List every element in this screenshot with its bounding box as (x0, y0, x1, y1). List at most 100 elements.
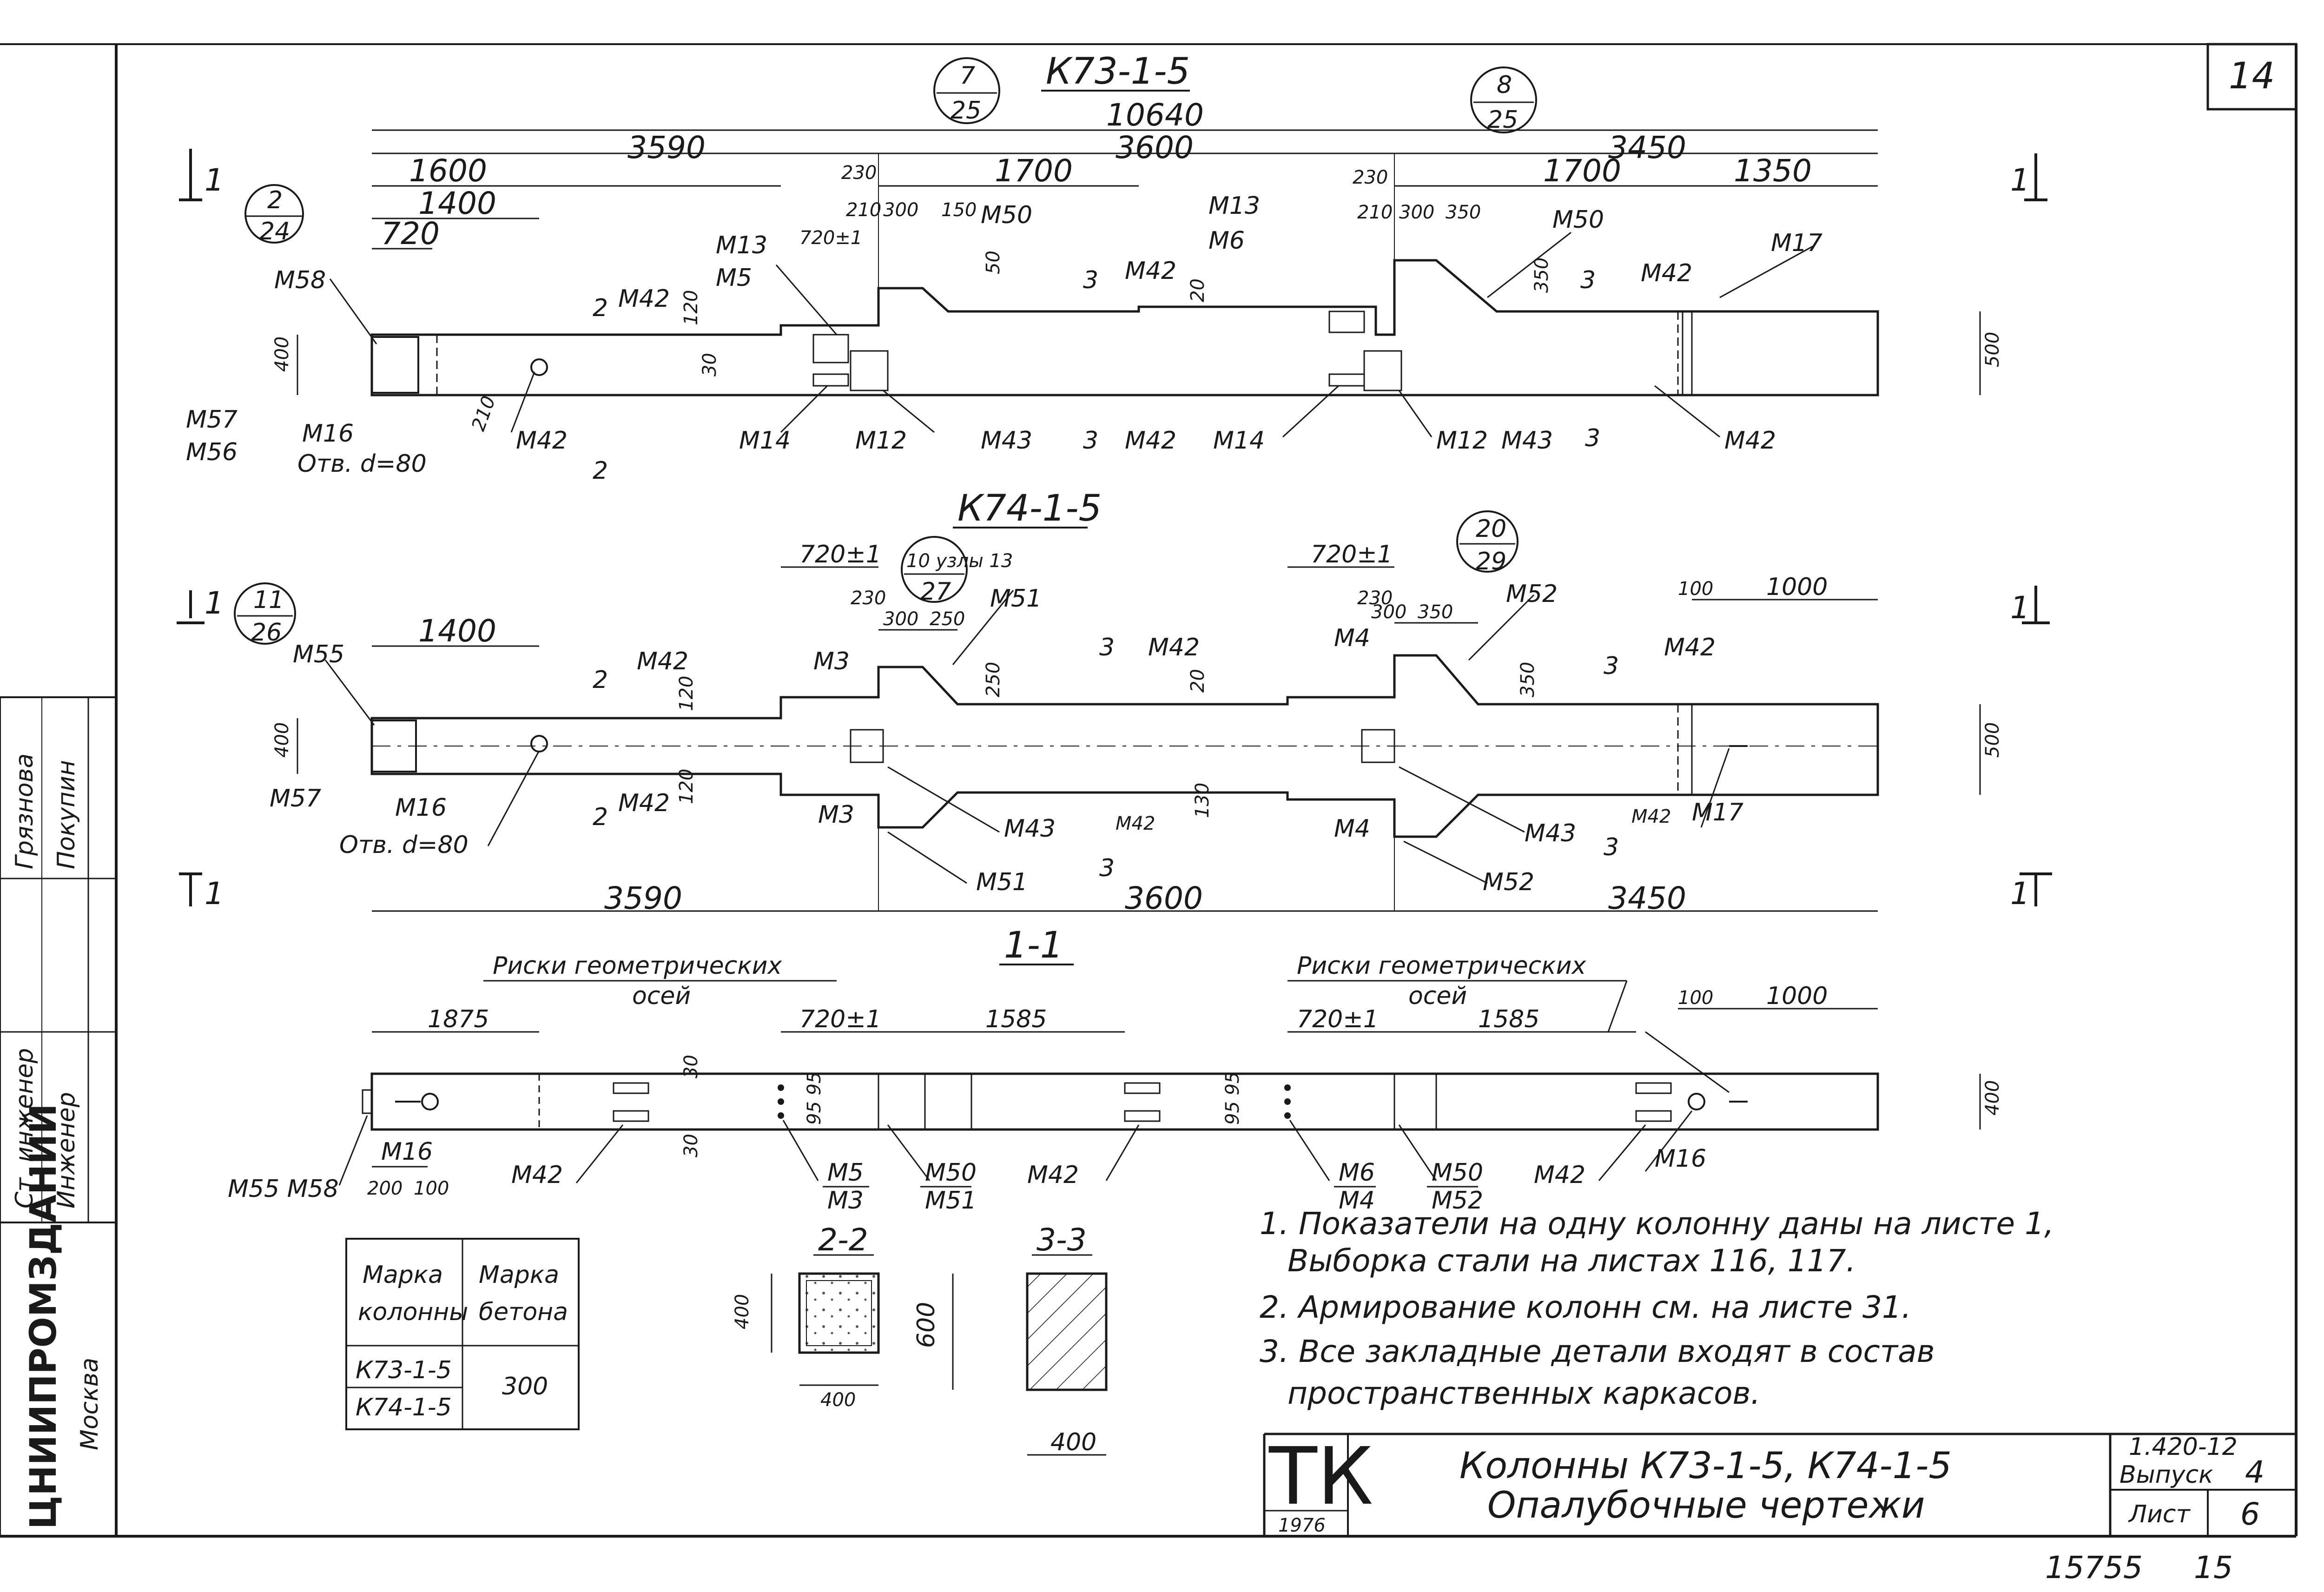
section-mark-1-right-low: 1 (2010, 872, 2052, 912)
s11-label-M52: М52 (1432, 1187, 1483, 1215)
k73-label-M58: М58 (274, 266, 326, 294)
s11-dim-720a: 720±1 (799, 1005, 881, 1033)
note-1: 1. Показатели на одну колонну даны на ли… (1260, 1206, 2054, 1242)
stamp-city: Москва (76, 1358, 104, 1450)
column-k74-outline (370, 654, 1879, 838)
s11-hole-right (1688, 1093, 1705, 1110)
k74-label-M43a: М43 (1004, 815, 1056, 843)
k74-dim-seg1: 3590 (604, 880, 682, 916)
k74-label-M43b: М43 (1525, 819, 1576, 847)
k74-dim-100: 100 (1678, 578, 1713, 600)
k74-label-M17: М17 (1692, 799, 1743, 826)
column-k73-outline (370, 259, 1879, 396)
k73-dim-seg3: 3450 (1608, 130, 1686, 165)
k74-label-M57: М57 (270, 785, 321, 813)
k73-dim-230a: 230 (841, 162, 877, 184)
s11-dim-lines (372, 1008, 1981, 1168)
k74-label-M3b: М3 (818, 801, 854, 829)
k73-label-M13a: М13 (716, 231, 767, 259)
k73-label-M57: М57 (186, 406, 238, 434)
section-mark-1-right-top: 1 (2010, 153, 2047, 201)
callout-10-27: 10 узлы 13 27 (901, 536, 1013, 606)
callout-8-25: 8 25 (1470, 66, 1537, 134)
svg-text:7: 7 (960, 62, 975, 90)
svg-text:1: 1 (2010, 590, 2030, 626)
table-col-mark-2: К74-1-5 (356, 1394, 452, 1421)
section-mark-1-left-low: 1 (179, 872, 224, 912)
k73-label-M16: М16 (302, 420, 354, 448)
k73-end-plate (371, 336, 419, 394)
k74-label-M55: М55 (293, 641, 344, 668)
k74-label-M3a: М3 (813, 647, 850, 675)
k73-label-M13b: М13 (1208, 192, 1260, 220)
k73-dim-350: 350 (1446, 202, 1481, 223)
svg-text:25: 25 (1487, 106, 1518, 134)
k73-dim-720pm: 720±1 (799, 227, 862, 249)
k74-dim-350: 350 (1418, 601, 1453, 623)
k74-dim-1000: 1000 (1766, 573, 1828, 601)
stamp-role-engineer: Инженер (53, 1092, 80, 1209)
section-mark-1-right-mid: 1 (2010, 586, 2050, 626)
svg-text:10 узлы 13: 10 узлы 13 (906, 550, 1013, 572)
k74-label-M51a: М51 (990, 585, 1042, 613)
k74-dim-h20: 20 (1187, 669, 1208, 693)
table-header-concrete: Марка (479, 1261, 559, 1289)
k73-label-M42e: М42 (1125, 427, 1176, 455)
k73-dim-h500: 500 (1982, 332, 2003, 367)
k74-label-M51b: М51 (976, 868, 1028, 896)
k73-label-hole: Отв. d=80 (297, 450, 427, 478)
s11-label-M42a: М42 (511, 1161, 563, 1189)
svg-text:1: 1 (205, 162, 224, 198)
note-3: 3. Все закладные детали входят в состав (1260, 1334, 1935, 1369)
svg-text:20: 20 (1476, 515, 1506, 543)
s11-risk-label-1b: осей (632, 982, 691, 1010)
svg-text:11: 11 (253, 586, 284, 614)
s11-dim-1000: 1000 (1766, 982, 1828, 1010)
k73-dim-h50: 50 (983, 251, 1004, 274)
title-k74: К74-1-5 (957, 488, 1102, 529)
table-col-mark-1: К73-1-5 (356, 1356, 452, 1384)
title-block-year: 1976 (1278, 1515, 1326, 1536)
k73-dim-h120: 120 (680, 290, 702, 325)
s11-label-M51: М51 (925, 1187, 977, 1215)
k74-cut-3-c: 3 (1604, 652, 1619, 680)
svg-text:1: 1 (205, 585, 224, 621)
k73-dim-1700a: 1700 (995, 153, 1073, 189)
k74-dim-720a: 720±1 (799, 541, 881, 568)
k73-dim-h400: 400 (271, 337, 293, 372)
k73-hole (530, 358, 548, 376)
s11-risk-label-2b: осей (1408, 982, 1467, 1010)
k73-leader-lines (329, 231, 1813, 438)
k73-dim-300b: 300 (1399, 202, 1434, 223)
svg-text:26: 26 (251, 619, 282, 647)
k73-label-M12a: М12 (855, 427, 907, 455)
k74-label-M42d: М42 (1116, 813, 1155, 834)
s11-label-M42c: М42 (1534, 1161, 1585, 1189)
footer-code: 15755 (2045, 1550, 2143, 1585)
svg-text:24: 24 (259, 218, 290, 245)
s11-label-M42b: М42 (1027, 1161, 1079, 1189)
k74-label-M4a: М4 (1334, 624, 1370, 652)
k73-dim-210b: 210 (1357, 202, 1393, 223)
svg-text:29: 29 (1476, 548, 1506, 575)
s11-label-M16a: М16 (381, 1138, 433, 1166)
table-header-col-mark-2: колонны (358, 1298, 468, 1326)
corner-sheet-number: 14 (2229, 55, 2275, 97)
callout-11-26: 11 26 (234, 582, 296, 647)
k73-label-M56: М56 (186, 438, 238, 466)
k74-dim-230b: 230 (1357, 588, 1393, 609)
section-3-3-height: 600 (912, 1302, 940, 1348)
stamp-name-1: Грязнова (11, 753, 39, 869)
svg-text:1: 1 (2010, 876, 2030, 912)
k74-label-M42a: М42 (637, 647, 688, 675)
callout-20-29: 20 29 (1456, 510, 1519, 575)
s11-dim-100: 100 (1678, 987, 1713, 1009)
concrete-table (345, 1238, 580, 1430)
title-section-2-2: 2-2 (818, 1222, 868, 1258)
k74-dim-h130: 130 (1192, 783, 1213, 818)
note-2: 2. Армирование колонн см. на листе 31. (1260, 1289, 1911, 1325)
title-block-series: 1.420-12 (2129, 1433, 2238, 1461)
s11-dim-95b: 95 95 (1222, 1071, 1243, 1125)
s11-dim-720b: 720±1 (1297, 1005, 1379, 1033)
s11-dim-100b: 100 (414, 1178, 449, 1199)
